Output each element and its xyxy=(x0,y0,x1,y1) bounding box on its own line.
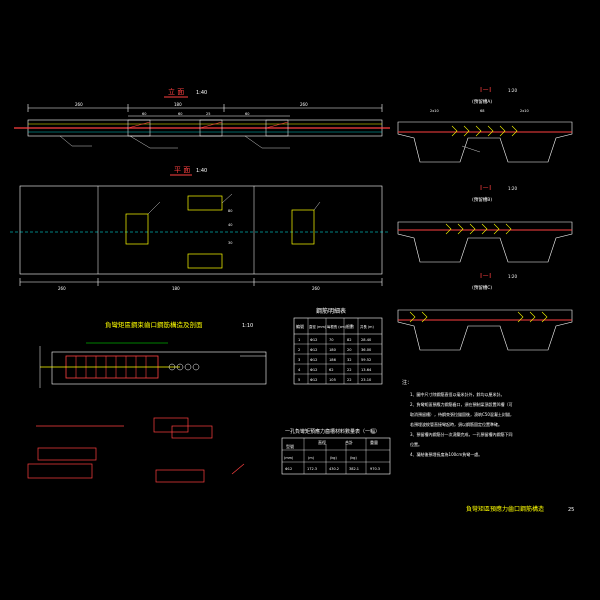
material-table: 一孔負彎矩預應力齒槽材料數量表（一幅） 型號 直徑 合計 重量 (mm) (m)… xyxy=(281,428,391,475)
rebar-cell: Φ12 xyxy=(310,348,317,352)
rebar-header-1: 編號 xyxy=(296,323,304,329)
note-line-6: 位置。 xyxy=(410,441,422,447)
rebar-header-4: 根數 xyxy=(346,323,354,329)
material-header-1: 型號 xyxy=(286,443,294,449)
note-line-1: 1、圖中尺寸除鋼筋直徑以毫米計外，餘均以厘米計。 xyxy=(410,391,505,397)
section-a-scale: 1:20 xyxy=(508,88,517,93)
material-cell-3: 430.2 xyxy=(329,467,339,471)
section-dim-2: 68 xyxy=(480,109,484,113)
note-line-3: 取消預留槽），待鋼束張拉錨固後，澆筑C50混凝土封錨， xyxy=(410,411,514,417)
elev-inner-dim-4: 60 xyxy=(245,112,249,116)
rebar-header-2: 直徑 (mm) xyxy=(309,324,327,329)
rebar-cell: 5 xyxy=(298,378,300,382)
elev-inner-dim-1: 60 xyxy=(142,112,146,116)
elev-dim-1: 260 xyxy=(75,102,83,107)
elev-dim-3: 260 xyxy=(300,102,308,107)
section-a-sub: (預留槽A) xyxy=(472,98,492,105)
detail-view: 負彎矩區鋼束齒口鋼筋構造及剖面 1:10 xyxy=(39,320,267,388)
rebar-cell: 4 xyxy=(298,368,301,372)
plan-side-dim-3: 30 xyxy=(228,241,232,245)
section-b-scale: 1:20 xyxy=(508,186,517,191)
note-line-5: 3、預留槽內鋼筋分一次澆築完成，一孔預留槽內鋼筋下同 xyxy=(410,431,513,437)
rebar-cell: Φ12 xyxy=(310,358,317,362)
rebar-cell: 23.10 xyxy=(361,378,372,382)
rebar-cell: 3 xyxy=(298,358,300,362)
rebar-cell: 28.40 xyxy=(361,338,372,342)
rebar-header-5: 共長 (m) xyxy=(360,324,374,329)
rebar-cell: 105 xyxy=(329,378,336,382)
material-unit-3: (kg) xyxy=(330,456,337,460)
rebar-cell: Φ12 xyxy=(310,368,317,372)
footer-title: 負彎矩區預應力齒口鋼筋構造 xyxy=(466,505,544,513)
material-cell-1: Φ12 xyxy=(285,467,292,471)
rebar-cell: 20 xyxy=(347,348,352,352)
elevation-title: 立 面 xyxy=(168,87,184,96)
plan-scale: 1:40 xyxy=(196,168,207,174)
material-header-4: 重量 xyxy=(370,439,378,445)
rebar-cell: Φ12 xyxy=(310,378,317,382)
note-line-7: 4、凝結後預埋長度為100cm負彎一處。 xyxy=(410,451,482,457)
rebar-header-3: 每根長 (cm) xyxy=(327,324,347,329)
elev-inner-dim-2: 60 xyxy=(178,112,182,116)
section-b-sub: (預留槽B) xyxy=(472,196,492,203)
note-line-2: 2、負彎矩區預應力鋼筋齒口，須在預制梁頂設置凹槽（可 xyxy=(410,401,513,407)
rebar-cell: 22 xyxy=(347,378,352,382)
elevation-scale: 1:40 xyxy=(196,90,207,96)
rebar-cell: 59.52 xyxy=(361,358,371,362)
section-b-mark: I－I xyxy=(480,184,491,192)
plan-side-dim-1: 80 xyxy=(228,209,232,213)
plan-view: 平 面 1:40 80 40 30 260 180 260 xyxy=(10,166,390,291)
rebar-cell: 13.64 xyxy=(361,368,372,372)
rebar-table-title: 鋼筋明細表 xyxy=(316,307,346,315)
detail-scale: 1:10 xyxy=(242,323,253,329)
rebar-cell: Φ12 xyxy=(310,338,317,342)
material-cell-2: 172.3 xyxy=(307,467,317,471)
plan-dim-3: 260 xyxy=(312,286,320,291)
plan-dim-2: 180 xyxy=(172,286,180,291)
material-cell-5: 970.3 xyxy=(370,467,380,471)
rebar-cell: 36.00 xyxy=(361,348,372,352)
notes-heading: 注： xyxy=(402,379,412,386)
section-dim-3: 2x10 xyxy=(520,109,529,113)
elev-inner-dim-3: 25 xyxy=(206,112,210,116)
rebar-cell: 186 xyxy=(329,358,337,362)
rebar-cell: 22 xyxy=(347,368,352,372)
rebar-cell: 62 xyxy=(329,368,334,372)
rebar-cell: 70 xyxy=(329,338,334,342)
material-cell-4: 382.1 xyxy=(349,467,359,471)
rebar-cell: 1 xyxy=(298,338,300,342)
section-c-sub: (預留槽C) xyxy=(472,284,492,291)
plan-title: 平 面 xyxy=(174,166,190,174)
rebar-shapes xyxy=(27,417,245,483)
plan-side-dim-2: 40 xyxy=(228,223,232,227)
rebar-cell: 82 xyxy=(347,338,352,342)
section-views: I－I 1:20 (預留槽A) 2x10 68 2x10 I－I 1:20 (預… xyxy=(397,86,573,351)
material-table-title: 一孔負彎矩預應力齒槽材料數量表（一幅） xyxy=(285,428,380,435)
rebar-cell: 180 xyxy=(329,348,337,352)
material-header-2: 直徑 xyxy=(318,439,326,445)
material-unit-1: (mm) xyxy=(284,456,294,460)
section-c-scale: 1:20 xyxy=(508,274,517,279)
material-unit-4: (kg) xyxy=(350,456,357,460)
material-header-3: 合計 xyxy=(345,439,353,445)
note-line-4: 若預埋波紋管直接彎起時，須以鋼筋固定位置準確。 xyxy=(410,421,502,427)
rebar-cell: 2 xyxy=(298,348,300,352)
section-a-mark: I－I xyxy=(480,86,491,94)
elevation-view: 立 面 1:40 260 180 260 60 60 25 60 xyxy=(14,87,390,149)
detail-title: 負彎矩區鋼束齒口鋼筋構造及剖面 xyxy=(105,320,203,329)
rebar-cell: 32 xyxy=(347,358,352,362)
section-dim-1: 2x10 xyxy=(430,109,439,113)
plan-dim-1: 260 xyxy=(58,286,66,291)
page-number: 25 xyxy=(568,507,574,513)
notes: 注： 1、圖中尺寸除鋼筋直徑以毫米計外，餘均以厘米計。 2、負彎矩區預應力鋼筋齒… xyxy=(402,379,514,457)
elev-dim-2: 180 xyxy=(174,102,182,107)
material-unit-2: (m) xyxy=(308,456,315,460)
section-c-mark: I－I xyxy=(480,272,491,280)
